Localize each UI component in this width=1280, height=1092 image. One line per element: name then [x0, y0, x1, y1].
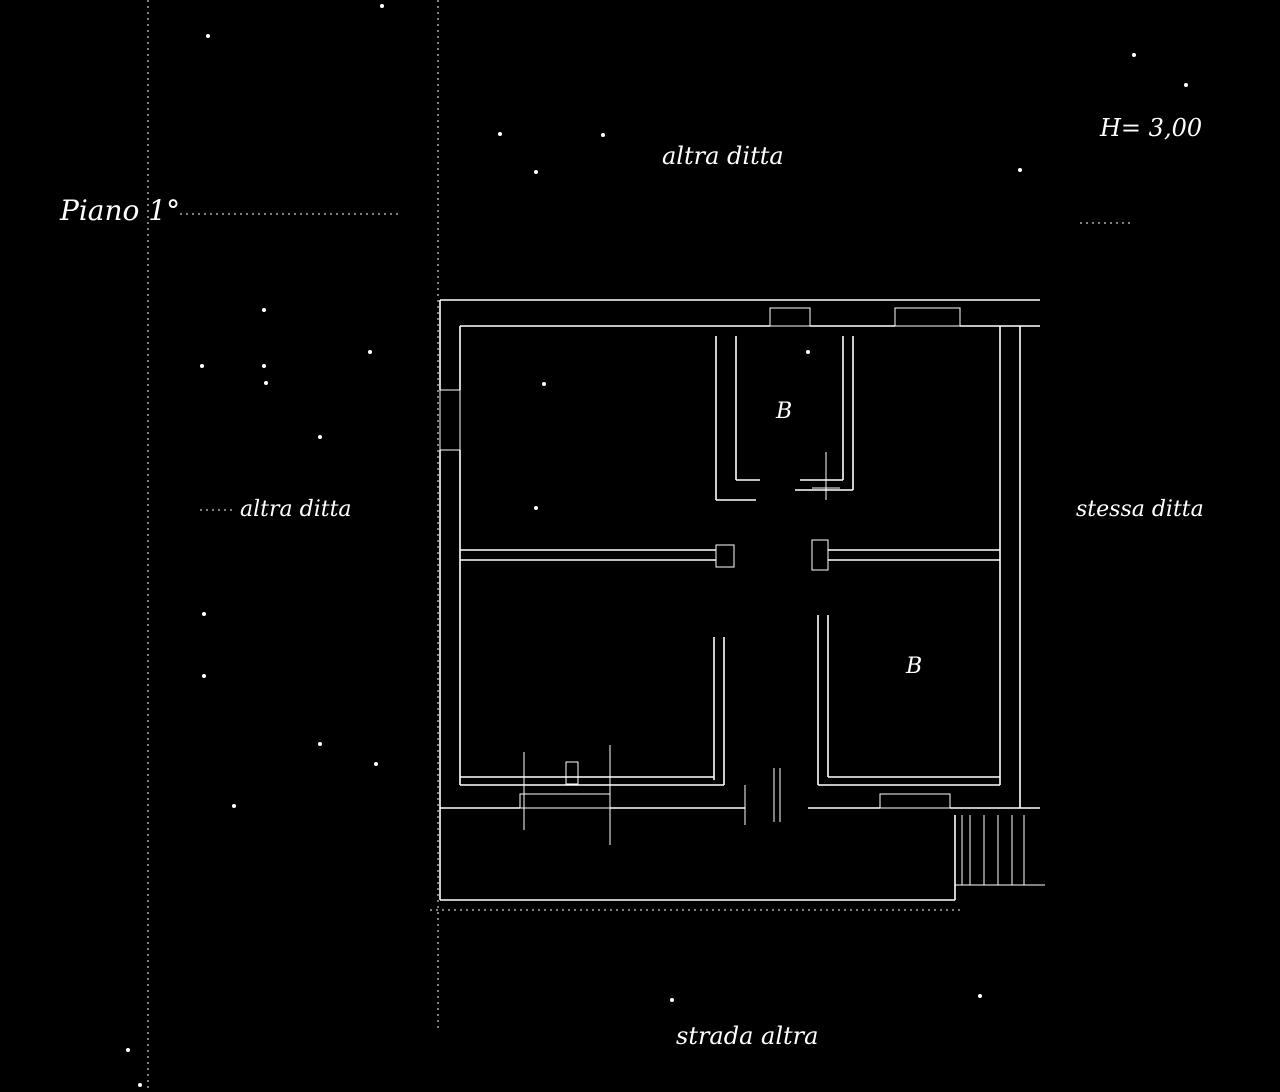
floor-label: Piano 1° — [59, 194, 180, 227]
side-label-left: altra ditta — [240, 497, 352, 522]
outer-walls — [439, 299, 1040, 901]
room-label-upper-middle: B — [775, 399, 792, 424]
interior-walls — [460, 336, 1000, 845]
reference-lines — [147, 0, 1130, 1092]
side-label-right: stessa ditta — [1076, 497, 1204, 522]
marker-dots — [126, 4, 1188, 1087]
side-label-top: altra ditta — [662, 142, 784, 170]
stairs — [955, 815, 1045, 886]
room-label-lower-right: B — [905, 654, 922, 679]
height-label: H= 3,00 — [1099, 114, 1202, 142]
side-label-bottom: strada altra — [676, 1022, 818, 1050]
